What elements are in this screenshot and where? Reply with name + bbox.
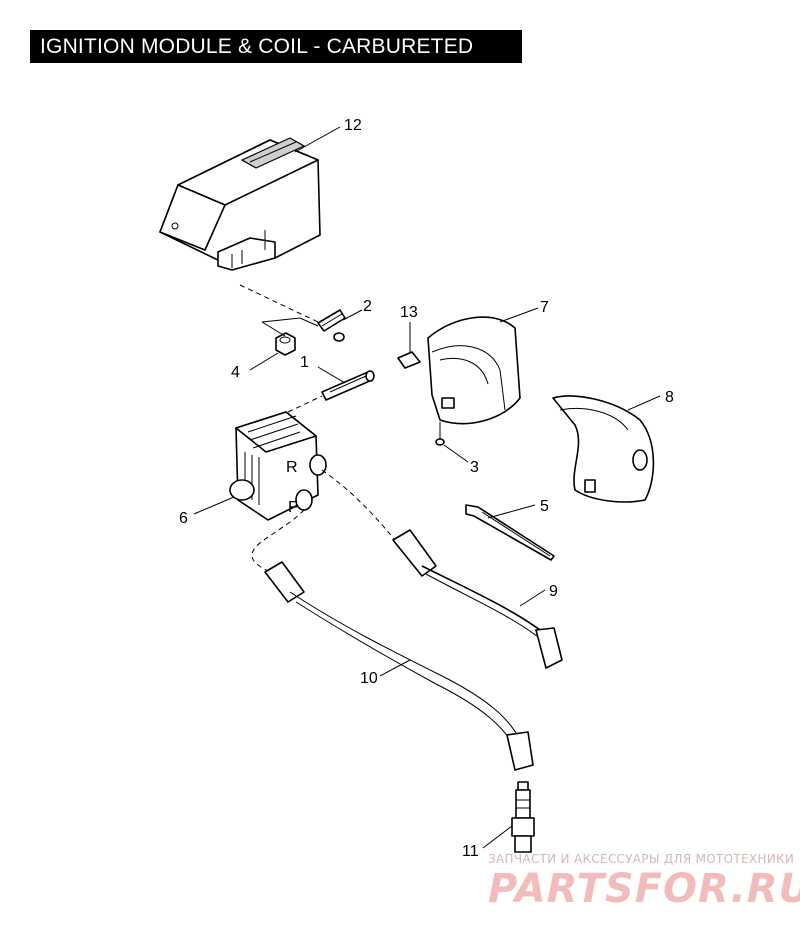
spark-plug-wire-part-10[interactable] [251,509,534,771]
callout-10: 10 [360,670,378,687]
callout-12: 12 [344,117,362,134]
spark-plug-wire-part-9[interactable] [321,469,563,669]
callout-9: 9 [549,583,558,600]
outer-cover-part-8[interactable] [552,395,655,503]
ignition-coil-part-6[interactable]: R F [229,411,327,521]
callout-6: 6 [179,510,188,527]
coil-rear-marking: R [286,459,298,476]
callout-3: 3 [470,459,479,476]
screw-part-1[interactable] [321,370,375,401]
bolt-part-2[interactable] [317,309,346,342]
label-part-13[interactable] [397,351,421,369]
callout-5: 5 [540,498,549,515]
watermark-logo: PARTSFOR.RU [488,866,800,912]
callout-2: 2 [363,298,372,315]
ignition-module-part[interactable] [159,137,321,271]
callout-4: 4 [231,364,240,381]
inner-cover-part-7[interactable] [427,316,521,425]
page-title: IGNITION MODULE & COIL - CARBURETED [30,30,522,63]
callout-7: 7 [540,299,549,316]
callout-8: 8 [665,389,674,406]
watermark-subtitle: ЗАПЧАСТИ И АКСЕССУАРЫ ДЛЯ МОТОТЕХНИКИ [488,852,795,866]
callout-13: 13 [400,304,418,321]
cable-strap-part-5[interactable] [465,504,555,561]
nut-part-4[interactable] [275,332,296,356]
screw-part-3[interactable] [435,422,445,446]
coil-front-marking: F [288,499,298,516]
spark-plug-part-11[interactable] [511,781,535,853]
callout-1: 1 [300,354,309,371]
callout-11: 11 [462,843,479,860]
